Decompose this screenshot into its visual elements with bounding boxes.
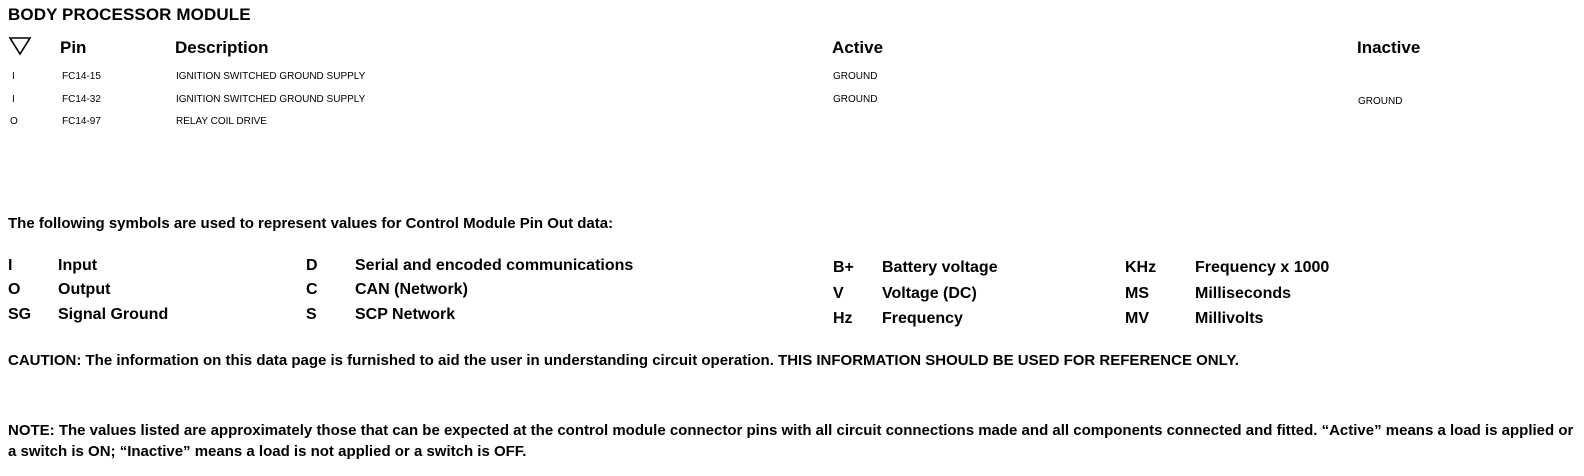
symbol-meaning: Output [58, 281, 111, 298]
symbol-meaning: Millivolts [1195, 310, 1264, 327]
symbol-meaning: Serial and encoded communications [355, 257, 634, 274]
io-type: I [12, 71, 15, 82]
symbol-code: S [306, 306, 317, 323]
active-value: GROUND [833, 71, 878, 82]
symbol-code: C [306, 281, 318, 298]
symbol-meaning: CAN (Network) [355, 281, 468, 298]
symbol-meaning: Battery voltage [882, 259, 998, 276]
column-header-active: Active [832, 38, 884, 57]
page-title: BODY PROCESSOR MODULE [8, 5, 251, 24]
pin-id: FC14-32 [62, 94, 101, 105]
symbol-code: MV [1125, 310, 1149, 327]
symbol-code: Hz [833, 310, 853, 327]
symbol-code: O [8, 281, 21, 298]
triangle-down-icon [8, 37, 32, 56]
symbol-meaning: SCP Network [355, 306, 456, 323]
pin-id: FC14-97 [62, 116, 101, 127]
symbol-meaning: Signal Ground [58, 306, 169, 323]
column-header-pin: Pin [60, 38, 87, 57]
symbol-code: B+ [833, 259, 854, 276]
column-header-description: Description [175, 38, 269, 57]
symbol-code: V [833, 285, 844, 302]
symbol-meaning: Frequency [882, 310, 963, 327]
active-value: GROUND [833, 94, 878, 105]
symbol-code: D [306, 257, 318, 274]
note-text: NOTE: The values listed are approximatel… [8, 422, 1574, 460]
caution-text: CAUTION: The information on this data pa… [8, 352, 1239, 369]
inactive-value: GROUND [1358, 96, 1403, 107]
symbols-intro: The following symbols are used to repres… [8, 215, 614, 232]
pin-description: RELAY COIL DRIVE [176, 116, 267, 127]
symbol-code: I [8, 257, 13, 274]
symbol-code: MS [1125, 285, 1149, 302]
pin-id: FC14-15 [62, 71, 101, 82]
symbol-code: KHz [1125, 259, 1157, 276]
pin-description: IGNITION SWITCHED GROUND SUPPLY [176, 71, 366, 82]
symbol-meaning: Milliseconds [1195, 285, 1292, 302]
symbol-meaning: Frequency x 1000 [1195, 259, 1330, 276]
pin-description: IGNITION SWITCHED GROUND SUPPLY [176, 94, 366, 105]
symbol-meaning: Voltage (DC) [882, 285, 977, 302]
io-type: O [10, 116, 18, 127]
io-type: I [12, 94, 15, 105]
symbol-code: SG [8, 306, 32, 323]
column-header-inactive: Inactive [1357, 38, 1421, 57]
symbol-meaning: Input [58, 257, 98, 274]
